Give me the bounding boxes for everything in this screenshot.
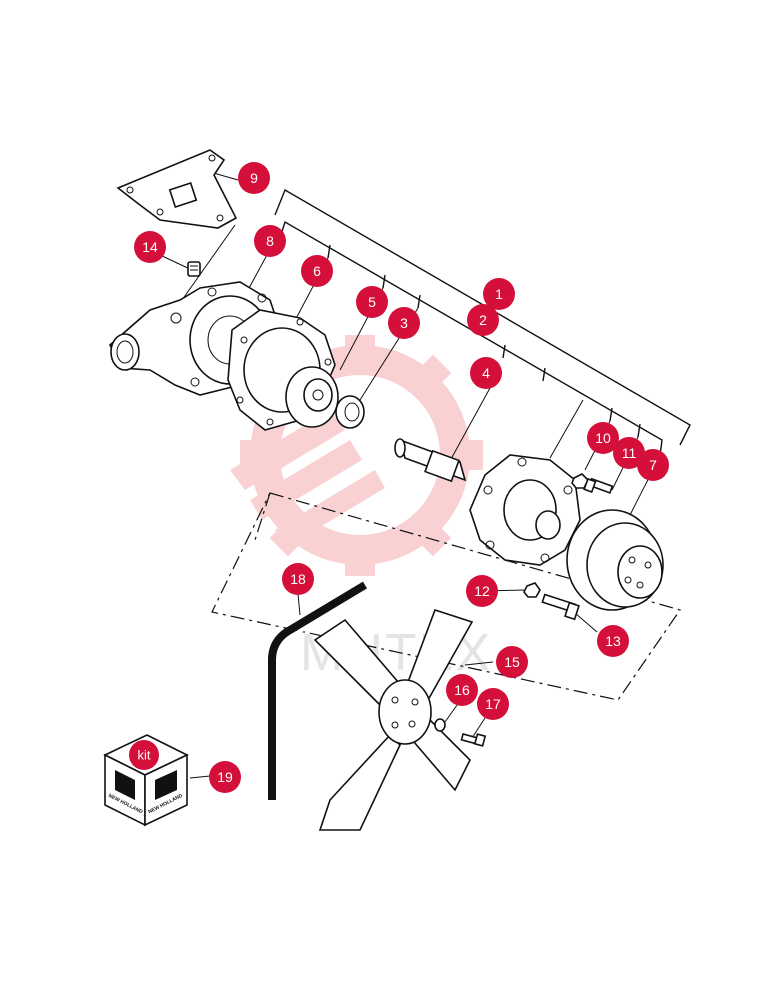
callout-17[interactable]: 17 <box>477 688 509 720</box>
callout-8[interactable]: 8 <box>254 225 286 257</box>
callout-15-label: 15 <box>504 654 520 670</box>
callout-12-label: 12 <box>474 583 490 599</box>
washer-16 <box>434 718 446 732</box>
callout-1-label: 1 <box>495 286 503 302</box>
fan <box>313 609 474 831</box>
callout-18-label: 18 <box>290 571 306 587</box>
callout-13-label: 13 <box>605 633 621 649</box>
callout-16-label: 16 <box>454 682 470 698</box>
callout-19[interactable]: 19 <box>209 761 241 793</box>
callout-2-label: 2 <box>479 312 487 328</box>
bolt-17 <box>460 733 487 747</box>
callout-6[interactable]: 6 <box>301 255 333 287</box>
pump-shaft <box>394 438 467 483</box>
callout-9[interactable]: 9 <box>238 162 270 194</box>
bolt-11 <box>583 477 614 494</box>
callout-4-label: 4 <box>482 365 490 381</box>
callout-12[interactable]: 12 <box>466 575 498 607</box>
callout-5-label: 5 <box>368 294 376 310</box>
watermark-logo <box>230 335 483 576</box>
bolt-14 <box>187 261 201 277</box>
callout-11-label: 11 <box>622 445 637 461</box>
callout-14[interactable]: 14 <box>134 231 166 263</box>
callout-8-label: 8 <box>266 233 274 249</box>
callout-10[interactable]: 10 <box>587 422 619 454</box>
new-holland-logo-icon <box>115 770 177 800</box>
callout-17-label: 17 <box>485 696 501 712</box>
fan-belt <box>268 581 369 800</box>
pump-front-housing <box>469 454 581 566</box>
callout-18[interactable]: 18 <box>282 563 314 595</box>
callout-19-label: 19 <box>217 769 233 785</box>
callout-4[interactable]: 4 <box>470 357 502 389</box>
bolt-13 <box>541 593 580 621</box>
callout-7[interactable]: 7 <box>637 449 669 481</box>
pulley <box>566 509 664 611</box>
callout-11[interactable]: 11 <box>613 437 645 469</box>
callout-1[interactable]: 1 <box>483 278 515 310</box>
callout-6-label: 6 <box>313 263 321 279</box>
impeller <box>285 366 339 428</box>
kit-box: NEW HOLLAND NEW HOLLAND <box>103 734 189 827</box>
callout-kit[interactable]: kit <box>129 740 159 770</box>
callout-7-label: 7 <box>649 457 657 473</box>
callout-3[interactable]: 3 <box>388 307 420 339</box>
housing-gasket <box>116 149 238 229</box>
callout-14-label: 14 <box>142 239 158 255</box>
callout-3-label: 3 <box>400 315 408 331</box>
callout-13[interactable]: 13 <box>597 625 629 657</box>
callout-9-label: 9 <box>250 170 258 186</box>
callout-2[interactable]: 2 <box>467 304 499 336</box>
callout-5[interactable]: 5 <box>356 286 388 318</box>
callout-15[interactable]: 15 <box>496 646 528 678</box>
callout-16[interactable]: 16 <box>446 674 478 706</box>
callout-kit-label: kit <box>138 748 151 763</box>
nut-12 <box>523 582 541 598</box>
seal <box>335 395 365 429</box>
callout-10-label: 10 <box>595 430 611 446</box>
